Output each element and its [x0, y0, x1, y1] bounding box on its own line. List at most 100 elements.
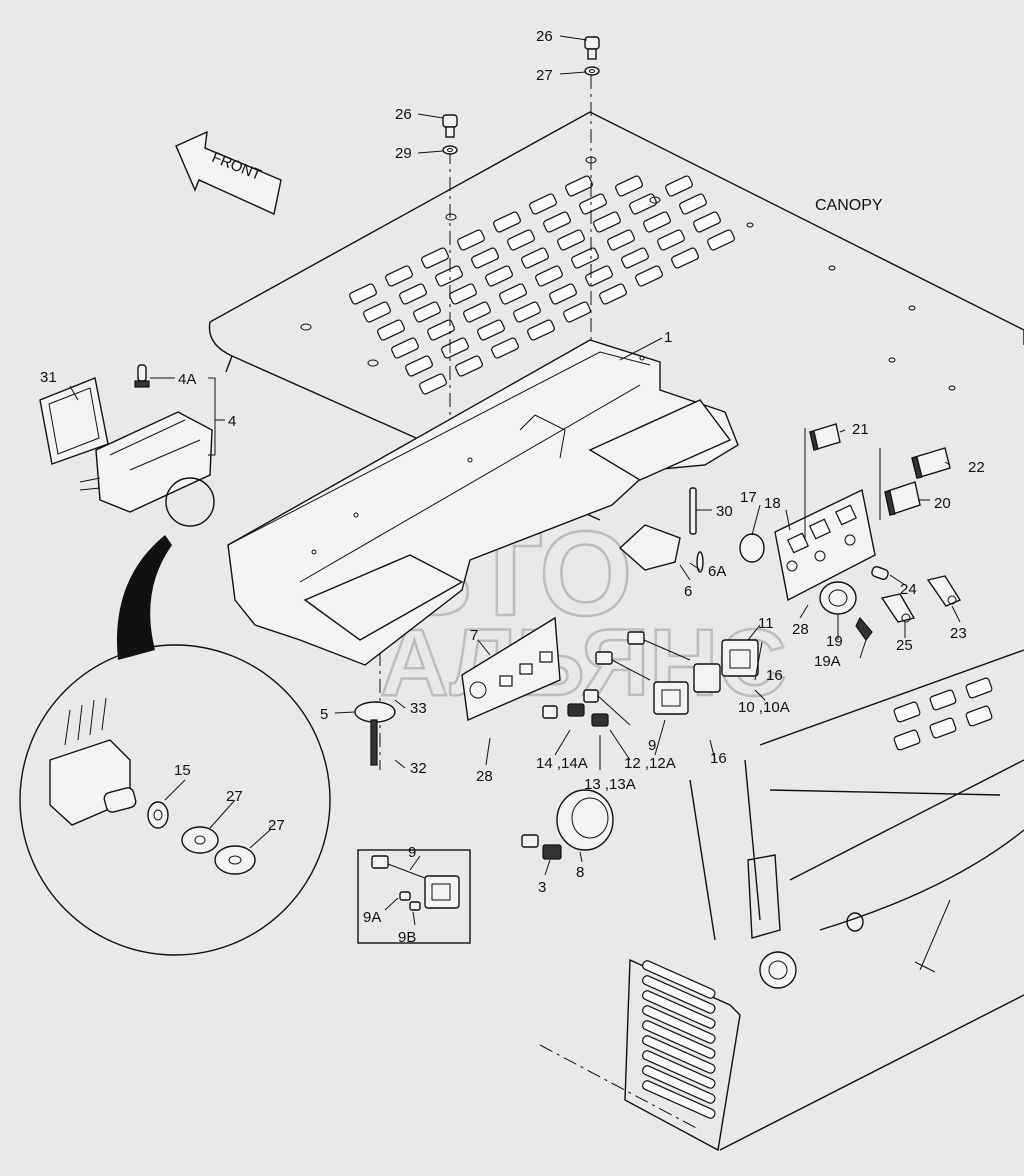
canopy-roof	[208, 111, 1024, 521]
vent-slot	[363, 301, 391, 323]
vent-slot	[629, 193, 657, 215]
vent-slot	[391, 337, 419, 359]
grommet-17	[739, 533, 765, 563]
switch-21	[809, 423, 841, 451]
callout-6a: 6A	[708, 563, 726, 580]
callout-24: 24	[900, 581, 917, 598]
callout-9: 9	[648, 737, 656, 754]
callout-15: 15	[174, 762, 191, 779]
frame-slot	[965, 677, 993, 699]
louver-slot	[642, 990, 716, 1029]
hourmeter-8	[556, 789, 614, 851]
callout-17: 17	[740, 489, 757, 506]
relay-11	[721, 639, 759, 677]
canopy-heading: CANOPY	[815, 197, 883, 214]
callout-1: 1	[664, 329, 672, 346]
vent-slot	[499, 283, 527, 305]
front-arrow: FRONT	[175, 130, 282, 215]
vent-slot	[435, 265, 463, 287]
callout-16: 16	[710, 750, 727, 767]
callout-9b: 9B	[398, 929, 416, 946]
frame-slot	[893, 701, 921, 723]
vent-slot	[671, 247, 699, 269]
callout-9: 9	[408, 844, 416, 861]
vent-grid	[349, 175, 735, 395]
watermark-line-2: АЛЬЯНС	[380, 610, 787, 716]
detail-callout-circle	[165, 477, 215, 527]
callout-29: 29	[395, 145, 412, 162]
vent-slot	[413, 301, 441, 323]
callout-26: 26	[536, 28, 553, 45]
frame-slot	[929, 689, 957, 711]
plate-5	[354, 701, 396, 766]
callout-4: 4	[228, 413, 236, 430]
callout-23: 23	[950, 625, 967, 642]
callout-10: 10 ,10A	[738, 699, 790, 716]
vent-slot	[693, 211, 721, 233]
vent-slot	[635, 265, 663, 287]
vent-slot	[565, 175, 593, 197]
vent-slot	[557, 229, 585, 251]
vent-slot	[405, 355, 433, 377]
callout-12: 12 ,12A	[624, 755, 676, 772]
vent-slot	[521, 247, 549, 269]
callout-13: 13 ,13A	[584, 776, 636, 793]
vent-slot	[593, 211, 621, 233]
wire-connectors	[542, 631, 691, 727]
louver-slot	[642, 1065, 716, 1104]
vent-slot	[385, 265, 413, 287]
indicator-24	[871, 565, 889, 581]
vent-slot	[419, 373, 447, 395]
louver-slot	[642, 1080, 716, 1119]
switch-panel-18	[774, 488, 876, 602]
dome-light-6	[618, 524, 704, 573]
vent-slot	[377, 319, 405, 341]
callout-28: 28	[792, 621, 809, 638]
louver-slot	[642, 1035, 716, 1074]
vent-slot	[491, 337, 519, 359]
callout-9a: 9A	[363, 909, 381, 926]
part-labels: CANOPY 26 27 26 29 1 31 4A 4 21 22 17 18…	[40, 28, 985, 946]
relay-9	[653, 681, 689, 715]
bolt-26-left	[442, 114, 458, 155]
vent-slot	[477, 319, 505, 341]
vent-slot	[427, 319, 455, 341]
callout-19: 19	[826, 633, 843, 650]
fuse-30	[689, 487, 697, 535]
canopy-frame	[624, 649, 1024, 1152]
vent-slot	[563, 301, 591, 323]
callout-5: 5	[320, 706, 328, 723]
callout-7: 7	[470, 627, 478, 644]
louver-slot	[642, 975, 716, 1014]
louver-slot	[642, 1020, 716, 1059]
key-switch-19	[819, 581, 873, 642]
vent-slot	[579, 193, 607, 215]
vent-slot	[585, 265, 613, 287]
callout-28: 28	[476, 768, 493, 785]
vent-slot	[679, 193, 707, 215]
vent-slot	[665, 175, 693, 197]
callout-14: 14 ,14A	[536, 755, 588, 772]
work-lamp-4	[79, 411, 213, 513]
detail-pointer	[116, 535, 172, 660]
vent-slot	[615, 175, 643, 197]
frame-slot	[929, 717, 957, 739]
vent-slot	[349, 283, 377, 305]
callout-21: 21	[852, 421, 869, 438]
bulb-4a	[134, 364, 150, 388]
callout-22: 22	[968, 459, 985, 476]
vent-slot	[529, 193, 557, 215]
frame-slot	[893, 729, 921, 751]
vent-slot	[441, 337, 469, 359]
gauge-panel-7	[461, 616, 561, 722]
connector-3	[521, 834, 562, 860]
vent-slot	[657, 229, 685, 251]
vent-slot	[599, 283, 627, 305]
callout-8: 8	[576, 864, 584, 881]
louver-slot	[642, 1050, 716, 1089]
vent-slot	[471, 247, 499, 269]
vent-slot	[449, 283, 477, 305]
callout-4a: 4A	[178, 371, 196, 388]
callout-11: 11	[758, 615, 774, 632]
switch-23	[926, 575, 962, 607]
